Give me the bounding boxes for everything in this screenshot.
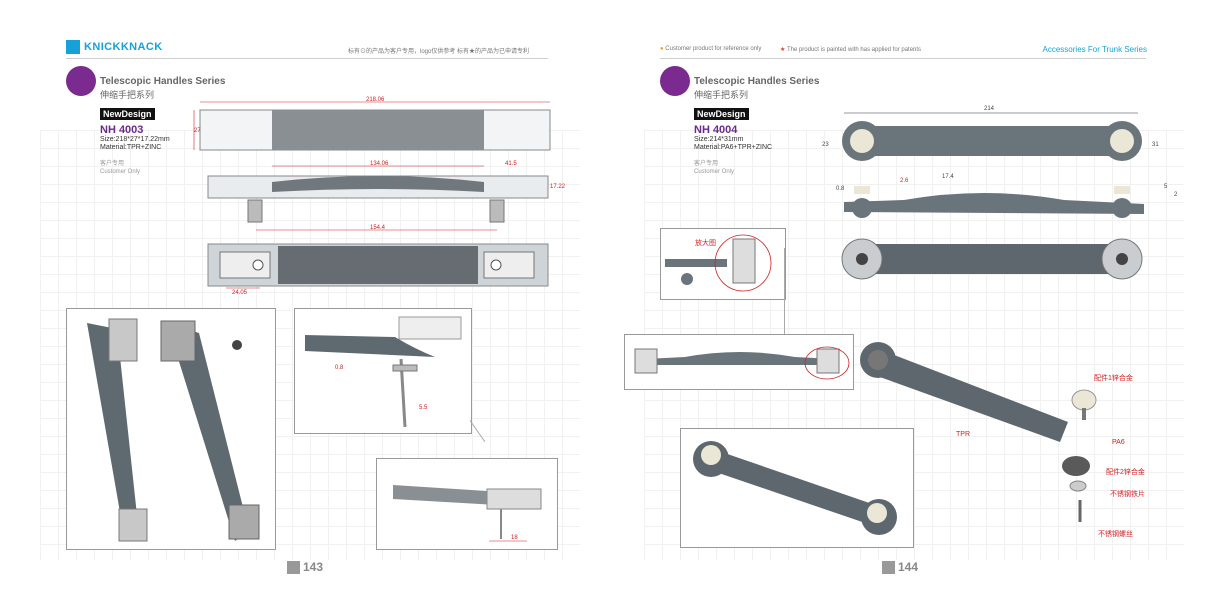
side-dim-5: 2: [1174, 192, 1178, 198]
zoom-label: 放大图: [695, 238, 716, 247]
side-dim-2: 2.6: [900, 178, 909, 184]
label-part1: 配件1锌合金: [1094, 373, 1133, 382]
dim-left-height: 23: [822, 142, 829, 148]
top-note-2-text: The product is painted with has applied …: [786, 47, 922, 53]
nh4003-technical-drawing: 218.06 27 134.06 41.5 17.22 154.4 24.05: [193, 97, 566, 296]
patent-star-icon: ★: [780, 47, 786, 53]
dim-right-height: 31: [1152, 142, 1159, 148]
zoom-connector: [784, 248, 785, 334]
handle-render-back: [167, 323, 249, 541]
product-size: Size:214*31mm: [694, 136, 744, 143]
dim-side: 41.5: [505, 161, 517, 167]
label-tpr: TPR: [956, 431, 970, 438]
header-rule: [66, 58, 548, 59]
series-circle-icon: [660, 66, 690, 96]
section-frame: [624, 334, 854, 390]
right-page: ● Customer product for reference only ★ …: [604, 0, 1207, 612]
top-note-2: ★ The product is painted with has applie…: [780, 46, 921, 53]
zoom-frame: 放大图: [660, 228, 786, 300]
page-icon: [882, 560, 895, 574]
detail-frame-1: 0.8 5.5: [294, 308, 472, 434]
zoom-detail-drawing: 放大图: [665, 234, 772, 292]
detail-dim-3: 18: [511, 535, 518, 541]
top-view-body: [858, 126, 1128, 156]
dim-pitch: 154.4: [370, 225, 386, 231]
label-washer: 不锈钢铁片: [1110, 489, 1145, 498]
dim-length: 214: [984, 106, 995, 112]
dim-thick: 17.22: [550, 184, 566, 190]
model-number: NH 4004: [694, 124, 738, 136]
detail-dim-1: 0.8: [335, 365, 344, 371]
label-screw: 不锈钢螺丝: [1098, 529, 1133, 538]
page-icon: [287, 560, 300, 574]
new-design-badge: NewDesign: [694, 108, 749, 120]
dim-length: 218.06: [366, 97, 385, 103]
left-page: KNICKKNACK 标有⊙的产品为客户专用，logo仅供参考 标有★的产品为已…: [0, 0, 603, 612]
nh4004-technical-drawing: 214 23 31 0.8 2.6 17.4 5 2: [822, 106, 1178, 280]
page-number-text: 144: [898, 560, 919, 574]
render-frame-3d: [66, 308, 276, 550]
detail-frame-2: 18: [376, 458, 558, 550]
product-size: Size:218*27*17.22mm: [100, 136, 170, 143]
top-note-1-text: Customer product for reference only: [665, 46, 762, 52]
brand-logo: KNICKKNACK: [66, 40, 163, 54]
nh4003-3d-render: [87, 318, 260, 542]
section-drawing: [634, 346, 850, 380]
handle-render-front: [87, 323, 139, 541]
customer-only-cn: 客户专用: [100, 161, 125, 167]
dim-height: 27: [194, 128, 201, 134]
top-note: 标有⊙的产品为客户专用，logo仅供参考 标有★的产品为已申请专利: [348, 49, 530, 55]
bottom-view-grip: [278, 246, 478, 284]
detail-dim-2: 5.5: [419, 405, 428, 411]
customer-dot-icon: ●: [660, 46, 664, 52]
product-material: Material:PA6+TPR+ZINC: [694, 144, 773, 151]
brand-name: KNICKKNACK: [84, 41, 163, 53]
side-dim-3: 17.4: [942, 174, 954, 180]
model-number: NH 4003: [100, 124, 144, 136]
page-number-text: 143: [303, 560, 324, 574]
customer-only-cn: 客户专用: [694, 161, 719, 167]
side-view-body: [844, 193, 1144, 214]
page-number-left: 143: [287, 560, 323, 574]
nh4004-3d-render: [693, 441, 897, 535]
page-number-right: 144: [882, 560, 918, 574]
product-material: Material:TPR+ZINC: [100, 144, 162, 151]
series-title-cn: 伸缩手把系列: [100, 90, 155, 100]
series-title-en: Telescopic Handles Series: [694, 76, 820, 87]
handle-render: [701, 447, 881, 527]
series-title-en: Telescopic Handles Series: [100, 76, 226, 87]
side-view-post-right: [489, 199, 505, 223]
trunk-series-title: Accessories For Trunk Series: [1042, 45, 1147, 54]
side-dim-4: 5: [1164, 184, 1168, 190]
top-note-1: ● Customer product for reference only: [660, 46, 761, 52]
customer-only-en: Customer Only: [100, 169, 141, 175]
detail-section-drawing: 0.8 5.5: [305, 316, 462, 428]
side-view-post-left: [247, 199, 263, 223]
side-dim-1: 0.8: [836, 186, 845, 192]
bottom-view-body: [858, 244, 1128, 274]
label-part2: 配件2锌合金: [1106, 467, 1145, 476]
dim-mid: 134.06: [370, 161, 389, 167]
series-circle-icon: [66, 66, 96, 96]
detail-mount-drawing: 18: [393, 485, 542, 542]
new-design-badge: NewDesign: [100, 108, 155, 120]
series-title-cn: 伸缩手把系列: [694, 90, 749, 100]
header-rule: [660, 58, 1146, 59]
side-view-grip: [272, 176, 484, 192]
exploded-handle: [866, 348, 1068, 442]
dim-small: 24.05: [232, 290, 248, 296]
customer-only-en: Customer Only: [694, 169, 735, 175]
brand-logo-icon: [66, 40, 80, 54]
render-frame-3d: [680, 428, 914, 548]
label-pa6: PA6: [1112, 439, 1125, 446]
exploded-view: 配件1锌合金 TPR PA6 配件2锌合金 不锈钢铁片 不锈钢螺丝: [860, 342, 1145, 538]
top-view-grip: [272, 110, 484, 150]
